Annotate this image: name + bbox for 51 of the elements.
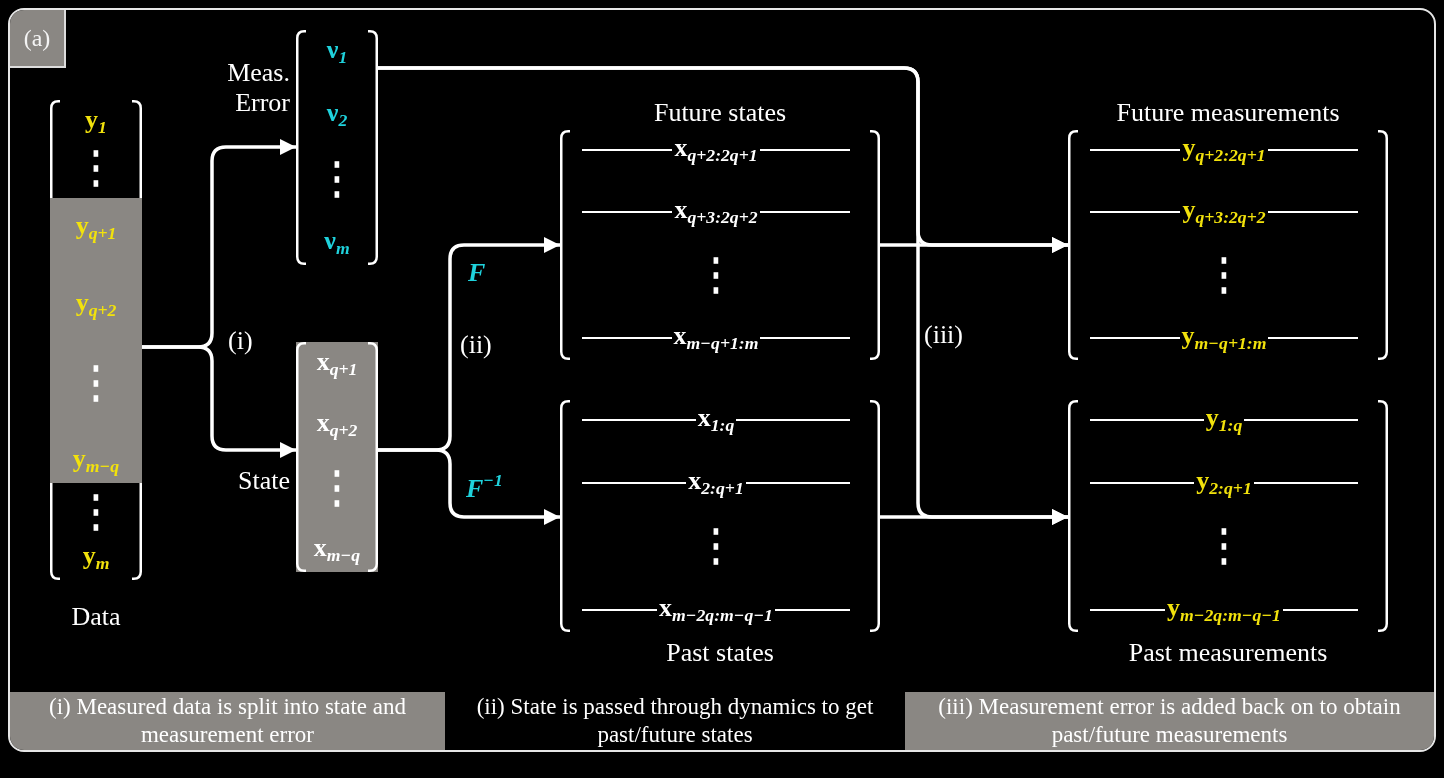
matrix-row-entry: x$_{1:q}$ xyxy=(697,404,735,436)
vector-heading: State xyxy=(237,466,290,496)
vector-entry: y$_{q+2}$ xyxy=(75,288,117,321)
matrix-row-entry: x$_{q+2:2q+1}$ xyxy=(674,134,758,166)
matrix-row-entry: y$_{2:q+1}$ xyxy=(1196,466,1252,499)
vector-entry: x$_{q+2}$ xyxy=(316,409,358,442)
matrix-row-entry: y$_{q+3:2q+2}$ xyxy=(1182,196,1266,228)
vertical-ellipsis: ⋮ xyxy=(1207,524,1241,569)
vector-heading: Future states xyxy=(653,98,787,128)
vertical-ellipsis: ⋮ xyxy=(1207,252,1241,298)
matrix-row-entry: y$_{q+2:2q+1}$ xyxy=(1182,134,1266,166)
matrix-row-entry: x$_{2:q+1}$ xyxy=(688,466,744,499)
edge-label: F$^{−1}$ xyxy=(466,470,503,504)
vector-heading: Meas. Error xyxy=(226,58,290,118)
vertical-ellipsis: ⋮ xyxy=(320,465,354,510)
matrix-row-entry: x$_{m−2q:m−q−1}$ xyxy=(659,594,773,626)
step-label: (ii) xyxy=(460,330,492,360)
vector-entry: ν$_{1}$ xyxy=(326,36,348,68)
matrix-row-entry: y$_{m−q+1:m}$ xyxy=(1181,322,1267,354)
arrow xyxy=(880,237,1068,253)
caption-box: (iii) Measurement error is added back on to obtain past/future measurements xyxy=(905,692,1434,750)
arrow xyxy=(378,448,560,525)
vector-entry: x$_{q+1}$ xyxy=(316,348,358,380)
vector-heading: Future measurements xyxy=(1116,98,1340,128)
arrow xyxy=(880,509,1068,525)
caption-box: (i) Measured data is split into state and measurement error xyxy=(10,692,445,750)
vector-heading: Data xyxy=(71,602,121,632)
vector-heading: Past measurements xyxy=(1128,638,1328,668)
vertical-ellipsis: ⋮ xyxy=(79,490,113,535)
step-label: (i) xyxy=(228,326,253,356)
arrow xyxy=(142,345,296,458)
vertical-ellipsis: ⋮ xyxy=(79,360,113,405)
vector-entry: ν$_{m}$ xyxy=(324,227,350,259)
vector-entry: ν$_{2}$ xyxy=(326,99,348,131)
matrix-row-entry: y$_{1:q}$ xyxy=(1205,404,1243,436)
vector-entry: x$_{m−q}$ xyxy=(313,534,361,566)
vector-entry: y$_{m}$ xyxy=(82,542,110,574)
matrix-row-entry: y$_{m−2q:m−q−1}$ xyxy=(1167,594,1281,626)
vertical-ellipsis: ⋮ xyxy=(699,524,733,569)
vector-heading: Past states xyxy=(666,638,774,668)
panel-tag: (a) xyxy=(10,10,66,68)
vertical-ellipsis: ⋮ xyxy=(320,156,354,202)
vector-entry: y$_{1}$ xyxy=(85,106,107,138)
vertical-ellipsis: ⋮ xyxy=(699,252,733,298)
matrix-row-entry: x$_{q+3:2q+2}$ xyxy=(674,196,758,228)
step-label: (iii) xyxy=(924,320,963,350)
matrix-row-entry: x$_{m−q+1:m}$ xyxy=(673,322,759,354)
vector-entry: y$_{m−q}$ xyxy=(72,444,120,477)
vertical-ellipsis: ⋮ xyxy=(79,145,113,190)
edge-label: F xyxy=(468,258,486,288)
vector-entry: y$_{q+1}$ xyxy=(75,211,117,244)
